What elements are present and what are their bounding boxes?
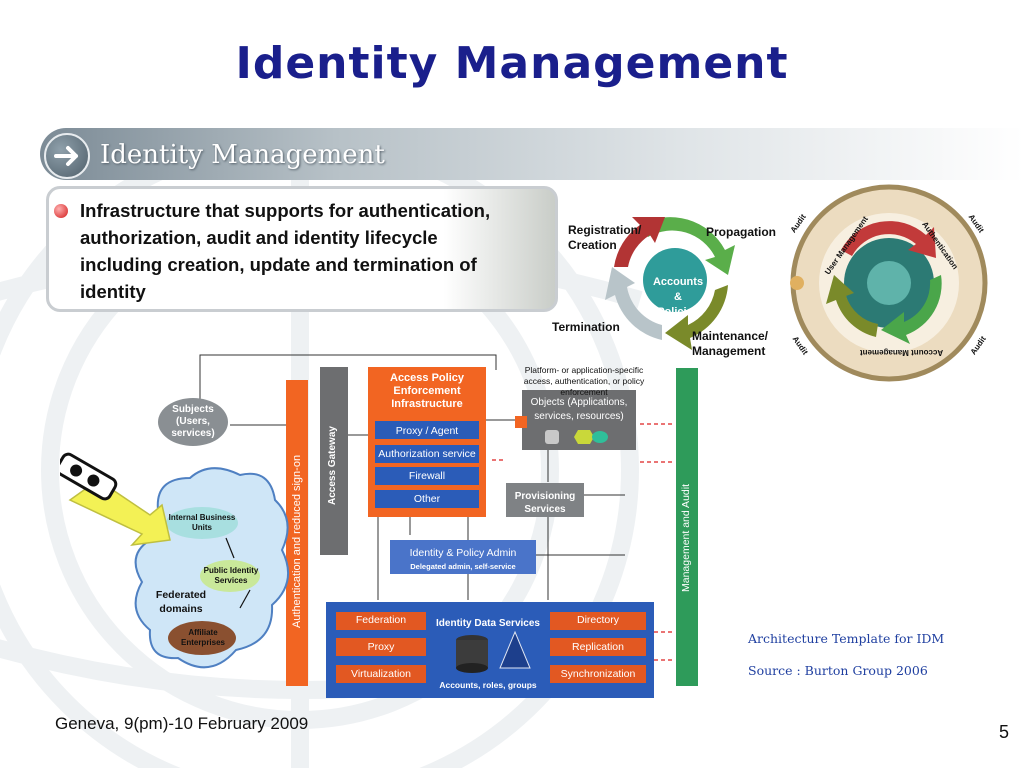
access-gateway-bar: Access Gateway [327, 426, 338, 505]
provisioning-line-1: Provisioning [514, 491, 576, 502]
caption-architecture: Architecture Template for IDM [748, 631, 945, 646]
cloud-federated-line-1: Federated [155, 589, 207, 601]
policy-item-other: Other [413, 493, 441, 505]
cloud-affiliate-line-2: Enterprises [180, 638, 226, 647]
objects-line-1: Objects (Applications, [530, 397, 628, 408]
policy-item-proxy-agent: Proxy / Agent [395, 425, 459, 437]
policy-title-line-3: Infrastructure [391, 398, 463, 410]
lifecycle-center-label: Accounts & Policies [652, 275, 704, 320]
cloud-affiliate-enterprises: Affiliate Enterprises [170, 628, 236, 648]
maintenance-line-1: Maintenance/ [692, 329, 769, 343]
subjects-line-3: services) [171, 428, 215, 439]
policy-title-line-2: Enforcement [393, 385, 461, 397]
cloud-internal-units: Internal Business Units [162, 513, 242, 533]
cloud-units-line-1: Internal Business [168, 513, 236, 522]
center-line-2: & Policies [657, 291, 699, 318]
maintenance-line-2: Management [692, 344, 766, 358]
idp-admin-subtitle: Delegated admin, self-service [410, 562, 516, 571]
lifecycle-maintenance: Maintenance/ Management [692, 329, 768, 359]
registration-line-2: Creation [568, 238, 617, 252]
cloud-affiliate-line-1: Affiliate [188, 628, 218, 637]
center-line-1: Accounts [652, 276, 704, 288]
cloud-public-identity: Public Identity Services [200, 566, 262, 586]
platform-note-line-1: Platform- or application-specific [524, 365, 644, 375]
policy-title-line-1: Access Policy [390, 372, 464, 384]
objects-box: Objects (Applications, services, resourc… [522, 396, 636, 424]
cloud-federated-line-2: domains [159, 603, 203, 615]
lifecycle-propagation: Propagation [706, 225, 777, 239]
provisioning-services-box: Provisioning Services [506, 490, 584, 516]
ring-label-account-management: Account Management [860, 348, 944, 357]
identity-data-services-subtitle: Accounts, roles, groups [439, 680, 537, 690]
data-proxy: Proxy [367, 641, 395, 653]
idp-admin-title: Identity & Policy Admin [409, 547, 517, 559]
policy-enforcement-title: Access Policy Enforcement Infrastructure [368, 372, 486, 411]
platform-note: Platform- or application-specific access… [500, 365, 668, 398]
bullet-dot-icon [54, 204, 68, 218]
identity-policy-admin-box: Identity & Policy Admin Delegated admin,… [390, 547, 536, 573]
management-audit-bar: Management and Audit [680, 484, 692, 592]
architecture-diagram-graphic [60, 354, 698, 698]
cloud-federated-domains: Federated domains [150, 588, 212, 616]
section-banner [40, 128, 1024, 180]
auth-sign-on-bar: Authentication and reduced sign-on [291, 454, 303, 628]
data-federation: Federation [355, 614, 407, 626]
slide-title: Identity Management [235, 38, 789, 89]
footer-date: Geneva, 9(pm)-10 February 2009 [55, 714, 309, 733]
data-virtualization: Virtualization [351, 668, 411, 680]
subjects-node: Subjects (Users, services) [162, 404, 224, 440]
objects-line-2: services, resources) [534, 411, 624, 422]
lifecycle-registration: Registration/ Creation [568, 223, 641, 253]
registration-line-1: Registration/ [568, 223, 642, 237]
arrow-right-icon [44, 133, 90, 179]
provisioning-line-2: Services [524, 504, 566, 515]
subjects-line-1: Subjects [172, 404, 214, 415]
data-synchronization: Synchronization [560, 668, 636, 680]
data-replication: Replication [572, 641, 624, 653]
caption-source: Source : Burton Group 2006 [748, 663, 928, 678]
platform-note-line-2: access, authentication, or policy enforc… [523, 376, 645, 397]
cloud-public-line-1: Public Identity [203, 566, 259, 575]
policy-item-firewall: Firewall [408, 470, 446, 482]
cloud-public-line-2: Services [214, 576, 248, 585]
cloud-units-line-2: Units [192, 523, 212, 532]
policy-item-authorization: Authorization service [378, 448, 476, 460]
definition-text: Infrastructure that supports for authent… [80, 200, 491, 302]
definition-box [46, 186, 558, 312]
lifecycle-cycle-graphic [605, 217, 735, 350]
banner-title: Identity Management [100, 140, 385, 170]
page-number: 5 [999, 722, 1010, 742]
identity-data-services-title: Identity Data Services [436, 618, 540, 629]
lifecycle-termination: Termination [552, 320, 620, 334]
data-directory: Directory [576, 614, 619, 626]
subjects-line-2: (Users, [176, 416, 210, 427]
identity-ring-graphic [790, 184, 988, 382]
